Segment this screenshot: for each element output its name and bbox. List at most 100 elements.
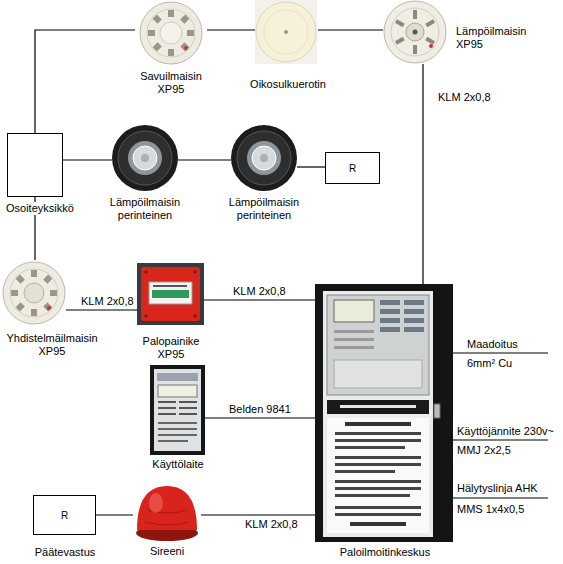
operating-unit-image <box>154 369 201 451</box>
control-panel-image <box>404 318 424 323</box>
cable-line <box>422 64 423 284</box>
device-caption: Palopainike XP95 <box>135 335 207 361</box>
heat-detector-xp95-image <box>406 23 424 41</box>
smoke-detector-image <box>187 30 194 36</box>
siren-image <box>136 486 198 541</box>
heat-detector-xp95-image <box>395 37 405 45</box>
control-panel-image <box>380 300 400 305</box>
smoke-detector-image <box>180 42 189 51</box>
heat-detector-xp95-image <box>413 45 417 54</box>
isolator-image <box>264 10 308 54</box>
control-panel-image <box>335 446 405 449</box>
combined-detector-image <box>43 275 52 284</box>
heat-detector-xp95-image <box>425 37 435 45</box>
control-panel-image <box>380 327 400 332</box>
smoke-detector-image <box>153 15 162 24</box>
heat-detector-conventional-image <box>112 125 178 191</box>
control-panel-image <box>334 338 374 341</box>
device-caption: Osoiteyksikkö <box>6 202 86 215</box>
control-panel-image <box>334 300 374 322</box>
cable-line <box>207 29 255 30</box>
operating-unit-image <box>150 365 205 455</box>
device-caption: Paloilmoitinkeskus <box>320 546 450 559</box>
control-panel-image <box>335 463 421 466</box>
device-caption: Päätevastus <box>25 546 105 559</box>
device-caption: Oikosulkuerotin <box>246 78 330 91</box>
heat-detector: Lämpöilmaisin perinteinen <box>112 125 178 191</box>
isolator-image <box>256 2 316 62</box>
terminal-label: MMJ 2x2,5 <box>456 444 512 457</box>
heat-detector: Lämpöilmaisin XP95 <box>383 0 448 64</box>
cable-line <box>205 417 315 418</box>
device-caption: Yhdistelmäilmaisin XP95 <box>2 332 102 358</box>
manual-call-point: Palopainike XP95 <box>137 263 204 325</box>
resistor-label: R <box>349 163 356 174</box>
smoke-detector-image <box>184 46 188 50</box>
siren-image <box>137 486 197 530</box>
heat-detector-xp95-image <box>413 30 418 35</box>
external-wire <box>453 439 548 440</box>
cable-line <box>96 514 133 515</box>
combined-detector-image <box>16 302 25 311</box>
operating-unit-image <box>158 428 197 430</box>
heat-detector-conventional-image <box>133 146 157 170</box>
smoke-detector-image <box>148 30 155 36</box>
call-point-image <box>193 314 196 317</box>
heat-detector: Lämpöilmaisin perinteinen <box>231 125 297 191</box>
control-panel-image <box>335 494 410 497</box>
terminal-label: 6mm² Cu <box>466 357 513 370</box>
combined-detector-image <box>16 275 25 284</box>
smoke-detector-image <box>153 42 162 51</box>
call-point-image <box>144 270 147 273</box>
external-wire <box>453 352 548 353</box>
control-panel-image <box>335 439 421 442</box>
combined-detector-image <box>47 306 51 310</box>
control-panel-image <box>380 309 400 314</box>
short-circuit-isolator: Oikosulkuerotin <box>255 0 318 65</box>
control-panel-image <box>315 284 453 542</box>
cable-label: Belden 9841 <box>228 403 292 416</box>
control-panel-image <box>404 309 424 314</box>
device-caption: Lämpöilmaisin perinteinen <box>100 196 190 222</box>
operating-unit-image <box>158 422 197 424</box>
smoke-detector-image <box>160 22 182 44</box>
device-caption: Lämpöilmaisin perinteinen <box>219 196 309 222</box>
heat-detector-conventional-image <box>252 146 276 170</box>
control-panel-image <box>327 418 429 533</box>
control-panel-image <box>345 422 411 426</box>
terminal-label: MMS 1x4x0,5 <box>456 503 525 516</box>
operating-unit-image <box>179 413 197 415</box>
address-unit-outline <box>7 133 63 197</box>
terminal-label: Hälytyslinja AHK <box>456 482 539 495</box>
cable-line <box>63 159 112 160</box>
call-point-image <box>144 314 147 317</box>
heat-detector-xp95-image <box>395 19 405 27</box>
control-panel-image <box>334 330 374 333</box>
operating-unit-image <box>158 440 188 442</box>
call-point-image <box>137 263 204 325</box>
address-unit-box: Osoiteyksikkö <box>7 133 63 197</box>
isolator-image <box>284 30 288 34</box>
cable-line <box>178 159 231 160</box>
control-panel-image <box>434 404 440 418</box>
call-point-image <box>149 282 192 304</box>
heat-detector-xp95-image <box>413 10 417 19</box>
terminal-label: Käyttöjännite 230v~ <box>456 425 555 438</box>
control-panel-image <box>380 318 400 323</box>
operating-unit-image <box>158 413 176 415</box>
combined-detector-image <box>24 283 44 303</box>
control-panel-image <box>350 522 406 526</box>
isolator-image <box>255 0 317 64</box>
heat-detector-conventional-image <box>237 131 291 185</box>
control-panel-image <box>315 284 453 542</box>
control-panel: Paloilmoitinkeskus <box>315 284 453 542</box>
call-point-image <box>193 270 196 273</box>
operating-unit-image <box>179 401 197 403</box>
smoke-detector-image <box>168 49 174 56</box>
control-panel-image <box>334 360 422 388</box>
operating-unit-image <box>157 373 198 381</box>
smoke-detector-image <box>147 9 195 57</box>
